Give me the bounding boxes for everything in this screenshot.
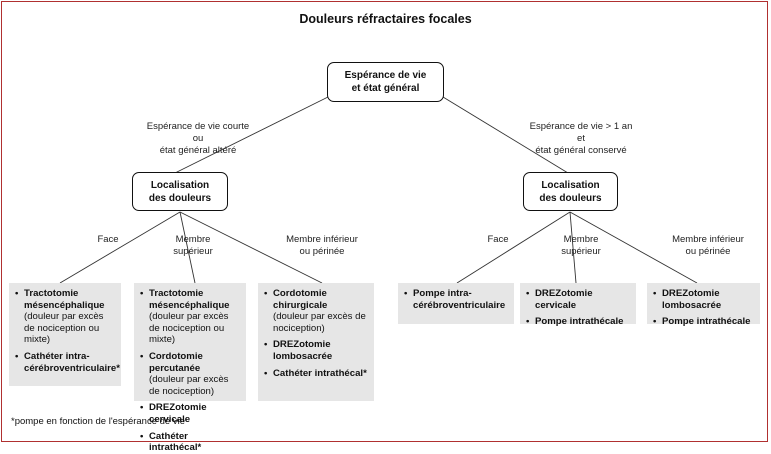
branch-label-left: Espérance de vie courte ou état général … — [128, 121, 268, 157]
label-left-face: Face — [97, 234, 119, 245]
localisation-left-line2: des douleurs — [148, 192, 212, 204]
item-title: Pompe intrathécale — [662, 316, 751, 328]
branch-right-line1: Espérance de vie > 1 an — [529, 121, 633, 132]
treatment-box-right-membre-inf: DREZotomie lombosacrée Pompe intrathécal… — [647, 283, 760, 327]
label-right-membre-inf: Membre inférieur ou périnée — [656, 234, 760, 258]
localisation-node-left: Localisation des douleurs — [132, 172, 228, 211]
item-title: Cathéter intra-cérébroventriculaire* — [24, 350, 120, 374]
branch-left-line2: ou — [192, 133, 204, 144]
localisation-right-line1: Localisation — [541, 179, 600, 191]
list-item: DREZotomie lombosacrée — [653, 288, 754, 311]
localisation-node-right: Localisation des douleurs — [523, 172, 618, 211]
item-detail: (douleur par excès de nociception ou mix… — [149, 311, 229, 346]
label-right-membre-sup: Membre supérieur — [551, 234, 611, 258]
list-item: DREZotomie cervicale — [526, 288, 630, 311]
link-rl-face — [456, 211, 571, 284]
item-title: Cordotomie chirurgicale — [273, 288, 328, 311]
item-title: DREZotomie cervicale — [535, 288, 593, 311]
list-item: Cathéter intrathécal* — [140, 431, 240, 454]
item-title: Pompe intrathécale — [535, 316, 624, 328]
list-item: Pompe intrathécale — [653, 316, 754, 328]
label-left-membre-sup: Membre supérieur — [163, 234, 223, 258]
label-left-membre-inf-2: ou périnée — [299, 246, 345, 257]
link-ll-face — [59, 211, 181, 284]
treatment-box-right-face: Pompe intra-cérébroventriculaire — [398, 283, 514, 324]
item-title: Cordotomie percutanée — [149, 350, 203, 374]
item-detail: (douleur par excès de nociception ou mix… — [24, 311, 104, 346]
list-item: Cordotomie percutanée (douleur par excès… — [140, 351, 240, 397]
localisation-left-line1: Localisation — [150, 179, 210, 191]
label-left-membre-sup-2: supérieur — [173, 246, 213, 257]
label-right-face: Face — [487, 234, 509, 245]
list-item: Pompe intra-cérébroventriculaire — [404, 288, 508, 311]
link-ll-inf — [179, 211, 323, 284]
label-left-membre-inf-1: Membre inférieur — [286, 234, 358, 245]
root-line1: Espérance de vie — [344, 70, 427, 81]
item-title: Cathéter intrathécal* — [273, 367, 367, 379]
item-title: DREZotomie lombosacrée — [662, 288, 722, 311]
list-item: Tractotomie mésencéphalique (douleur par… — [15, 288, 115, 346]
treatment-box-left-face: Tractotomie mésencéphalique (douleur par… — [9, 283, 121, 386]
list-item: Cathéter intrathécal* — [264, 368, 368, 380]
root-node: Espérance de vie et état général — [327, 62, 444, 102]
label-right-membre-inf-1: Membre inférieur — [672, 234, 744, 245]
item-title: DREZotomie lombosacrée — [273, 339, 333, 362]
item-title: DREZotomie cervicale — [149, 402, 207, 425]
list-item: Tractotomie mésencéphalique (douleur par… — [140, 288, 240, 346]
label-right-membre-sup-1: Membre — [563, 234, 599, 245]
label-left-membre-inf: Membre inférieur ou périnée — [270, 234, 374, 258]
link-rl-inf — [569, 211, 698, 284]
item-title: Cathéter intrathécal* — [149, 430, 202, 454]
branch-right-line2: et — [577, 133, 585, 144]
label-left-membre-sup-1: Membre — [175, 234, 211, 245]
treatment-box-right-membre-sup: DREZotomie cervicale Pompe intrathécale — [520, 283, 636, 327]
label-right-membre-inf-2: ou périnée — [685, 246, 731, 257]
branch-left-line3: état général altéré — [159, 145, 237, 156]
treatment-box-left-membre-inf: Cordotomie chirurgicale (douleur par exc… — [258, 283, 374, 401]
branch-right-line3: état général conservé — [535, 145, 627, 156]
diagram-title: Douleurs réfractaires focales — [299, 12, 472, 26]
treatment-box-left-membre-sup: Tractotomie mésencéphalique (douleur par… — [134, 283, 246, 453]
list-item: Cathéter intra-cérébroventriculaire* — [15, 350, 120, 374]
branch-label-right: Espérance de vie > 1 an et état général … — [511, 121, 651, 157]
link-root-left — [174, 96, 329, 174]
item-title: Tractotomie mésencéphalique — [149, 288, 230, 311]
item-detail: (douleur par excès de nociception) — [273, 311, 366, 334]
link-rl-sup — [569, 211, 577, 284]
diagram-frame — [1, 1, 768, 442]
item-detail: (douleur par excès de nociception) — [149, 374, 229, 397]
link-ll-sup — [179, 211, 196, 284]
link-root-right — [442, 96, 569, 174]
label-right-membre-sup-2: supérieur — [561, 246, 601, 257]
list-item: DREZotomie lombosacrée — [264, 339, 368, 362]
list-item: Pompe intrathécale — [526, 316, 630, 328]
item-title: Tractotomie mésencéphalique — [24, 288, 105, 311]
branch-left-line1: Espérance de vie courte — [146, 121, 250, 132]
footnote: *pompe en fonction de l'espérance de vie — [11, 416, 185, 427]
item-title: Pompe intra-cérébroventriculaire — [413, 288, 506, 311]
list-item: DREZotomie cervicale — [140, 402, 240, 425]
localisation-right-line2: des douleurs — [539, 192, 602, 204]
root-line2: et état général — [351, 83, 420, 94]
list-item: Cordotomie chirurgicale (douleur par exc… — [264, 288, 368, 334]
